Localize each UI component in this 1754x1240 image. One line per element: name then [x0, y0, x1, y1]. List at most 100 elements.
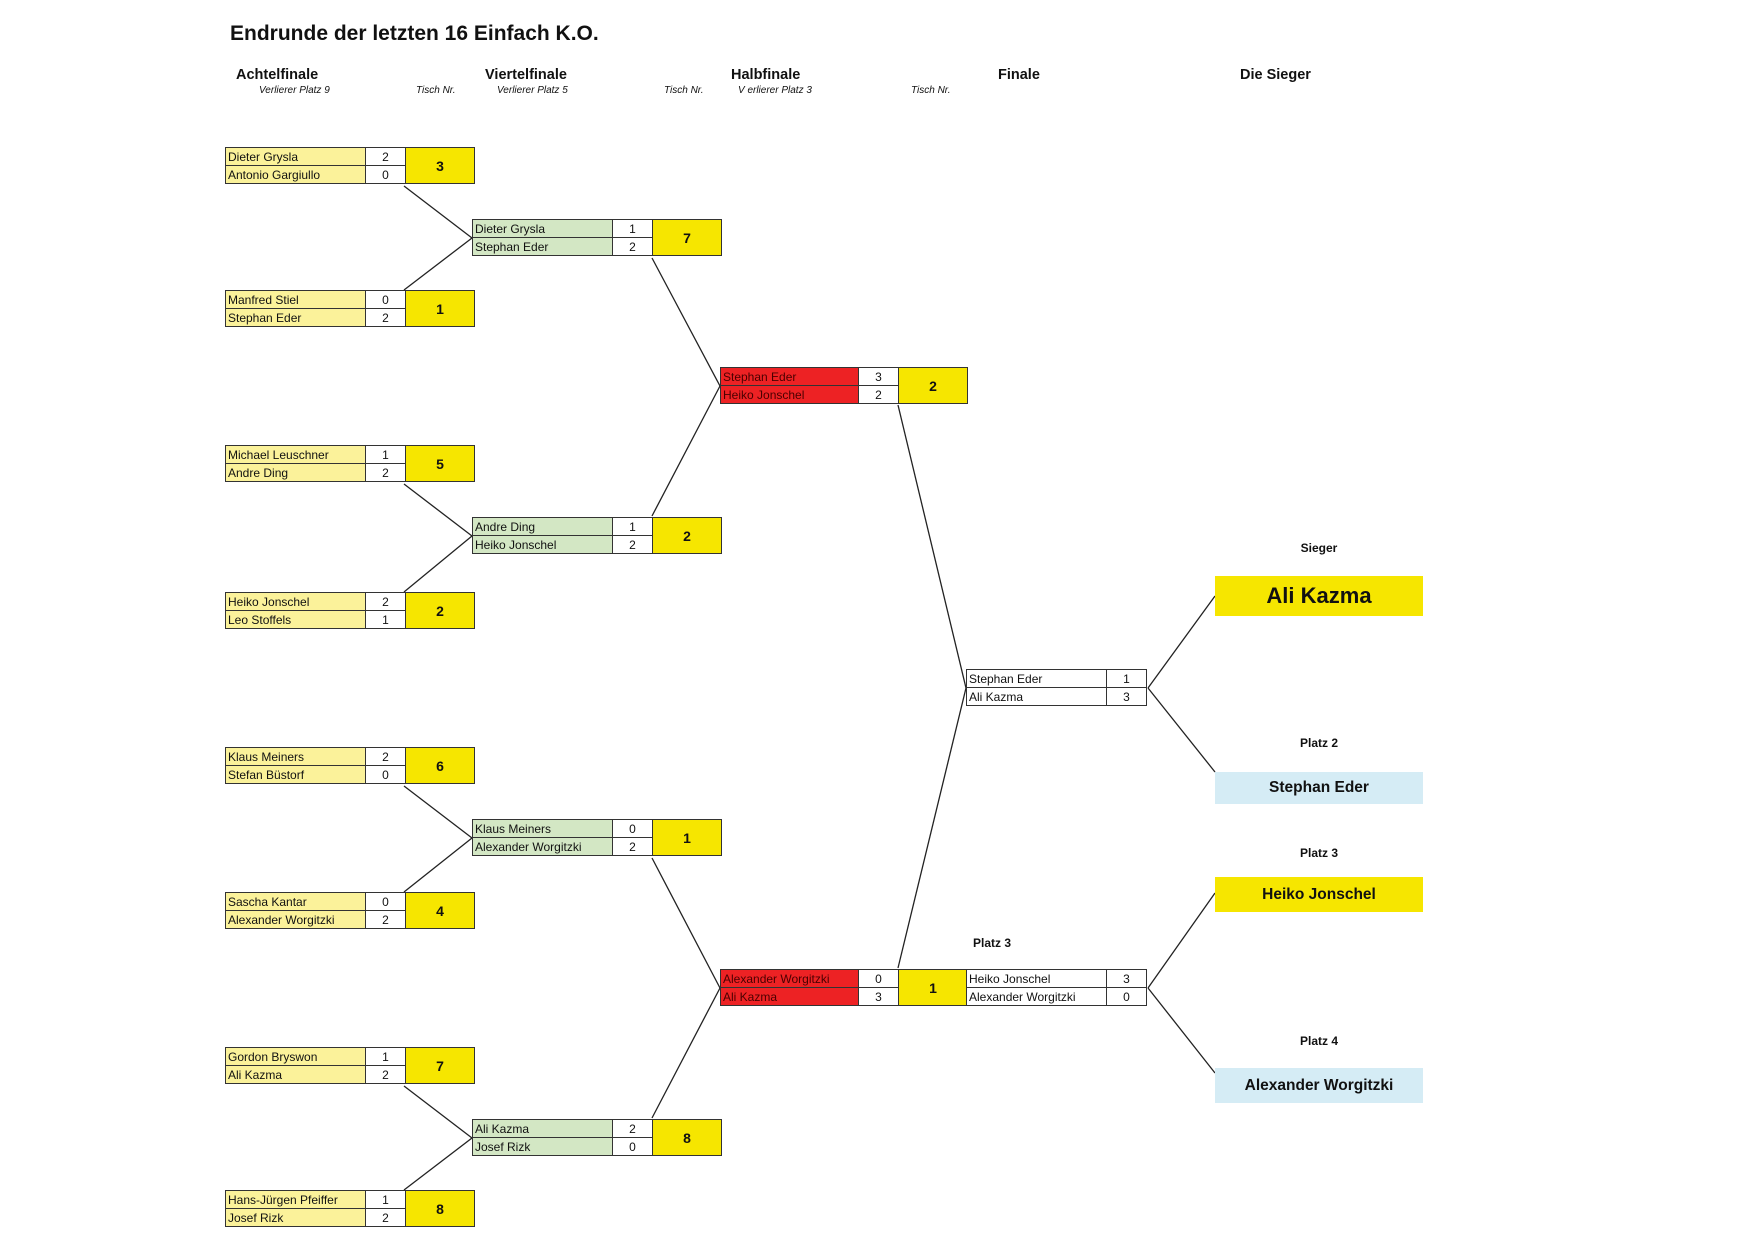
score: 1: [365, 1190, 406, 1209]
score: 3: [858, 367, 899, 386]
player-name: Stephan Eder: [472, 237, 613, 256]
player-name: Andre Ding: [225, 463, 366, 482]
score: 2: [858, 385, 899, 404]
table-number: 4: [405, 892, 475, 929]
player-name: Dieter Grysla: [472, 219, 613, 238]
table-number: 2: [405, 592, 475, 629]
table-number: 1: [898, 969, 968, 1006]
player-name: Ali Kazma: [720, 987, 859, 1006]
score: 0: [612, 1137, 653, 1156]
result-label-platz2: Platz 2: [1299, 736, 1338, 750]
player-name: Manfred Stiel: [225, 290, 366, 309]
player-name: Sascha Kantar: [225, 892, 366, 911]
player-name: Antonio Gargiullo: [225, 165, 366, 184]
score: 0: [365, 765, 406, 784]
result-label-sieger: Sieger: [1300, 541, 1338, 555]
result-label-platz3: Platz 3: [1299, 846, 1338, 860]
table-number: 5: [405, 445, 475, 482]
player-name: Josef Rizk: [225, 1208, 366, 1227]
player-name: Alexander Worgitzki: [225, 910, 366, 929]
score: 0: [365, 165, 406, 184]
result-platz3: Heiko Jonschel: [1215, 877, 1423, 912]
player-name: Heiko Jonschel: [225, 592, 366, 611]
score: 2: [365, 147, 406, 166]
score: 3: [1106, 687, 1147, 706]
subheader-tisch-2: Tisch Nr.: [664, 85, 704, 96]
table-number: 7: [652, 219, 722, 256]
player-name: Klaus Meiners: [472, 819, 613, 838]
player-name: Dieter Grysla: [225, 147, 366, 166]
subheader-tisch-3: Tisch Nr.: [911, 85, 951, 96]
score: 1: [365, 610, 406, 629]
table-number: 1: [405, 290, 475, 327]
table-number: 2: [898, 367, 968, 404]
score: 1: [612, 517, 653, 536]
player-name: Leo Stoffels: [225, 610, 366, 629]
table-number: 3: [405, 147, 475, 184]
score: 3: [1106, 969, 1147, 988]
score: 2: [365, 1208, 406, 1227]
score: 0: [858, 969, 899, 988]
player-name: Hans-Jürgen Pfeiffer: [225, 1190, 366, 1209]
score: 2: [365, 1065, 406, 1084]
table-number: 2: [652, 517, 722, 554]
player-name: Stephan Eder: [225, 308, 366, 327]
subheader-verlierer-9: Verlierer Platz 9: [259, 85, 330, 96]
score: 1: [365, 1047, 406, 1066]
result-winner: Ali Kazma: [1215, 576, 1423, 616]
subheader-verlierer-5: Verlierer Platz 5: [497, 85, 568, 96]
result-label-platz4: Platz 4: [1299, 1034, 1338, 1048]
player-name: Stephan Eder: [966, 669, 1107, 688]
player-name: Alexander Worgitzki: [966, 987, 1107, 1006]
player-name: Heiko Jonschel: [720, 385, 859, 404]
player-name: Alexander Worgitzki: [472, 837, 613, 856]
score: 2: [365, 910, 406, 929]
header-halbfinale: Halbfinale: [731, 67, 801, 83]
header-viertelfinale: Viertelfinale: [485, 67, 567, 83]
player-name: Ali Kazma: [966, 687, 1107, 706]
score: 0: [1106, 987, 1147, 1006]
player-name: Klaus Meiners: [225, 747, 366, 766]
result-platz2: Stephan Eder: [1215, 772, 1423, 804]
table-number: 8: [405, 1190, 475, 1227]
player-name: Stefan Büstorf: [225, 765, 366, 784]
player-name: Michael Leuschner: [225, 445, 366, 464]
player-name: Alexander Worgitzki: [720, 969, 859, 988]
player-name: Andre Ding: [472, 517, 613, 536]
player-name: Ali Kazma: [472, 1119, 613, 1138]
score: 2: [612, 1119, 653, 1138]
score: 2: [365, 592, 406, 611]
score: 1: [365, 445, 406, 464]
score: 2: [612, 535, 653, 554]
subheader-verlierer-3: V erlierer Platz 3: [738, 85, 812, 96]
table-number: 1: [652, 819, 722, 856]
header-achtelfinale: Achtelfinale: [236, 67, 319, 83]
result-platz4: Alexander Worgitzki: [1215, 1068, 1423, 1103]
subheader-tisch-1: Tisch Nr.: [416, 85, 456, 96]
table-number: 8: [652, 1119, 722, 1156]
header-finale: Finale: [998, 67, 1040, 83]
score: 1: [1106, 669, 1147, 688]
score: 2: [365, 308, 406, 327]
header-die-sieger: Die Sieger: [1240, 67, 1311, 83]
score: 2: [365, 463, 406, 482]
score: 1: [612, 219, 653, 238]
player-name: Heiko Jonschel: [472, 535, 613, 554]
platz3-match-label: Platz 3: [973, 936, 1012, 950]
